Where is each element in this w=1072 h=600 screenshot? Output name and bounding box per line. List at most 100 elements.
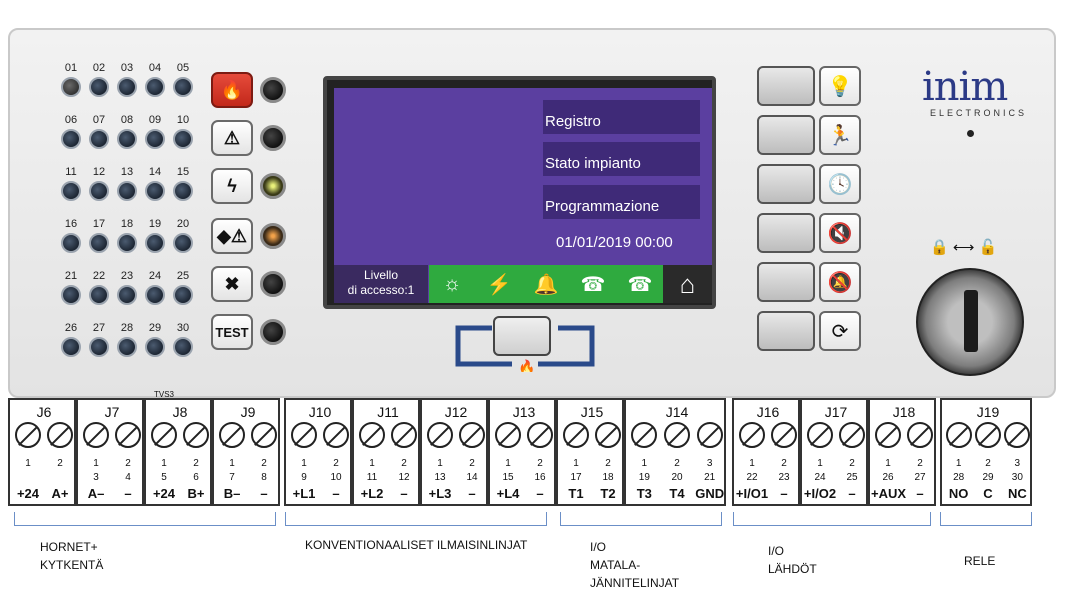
caption-conventional: KONVENTIONAALISET ILMAISINLINJAT — [305, 536, 527, 554]
terminal-screw[interactable] — [739, 422, 765, 448]
signal-label: +I/O1 — [735, 486, 769, 501]
signal-label: T3 — [636, 486, 652, 501]
terminal-screw[interactable] — [391, 422, 417, 448]
terminal-screw[interactable] — [527, 422, 553, 448]
pin-number: 14 — [466, 472, 478, 483]
fire-button[interactable]: 🔥 — [211, 72, 253, 108]
pin-number: 16 — [534, 472, 546, 483]
reset-icon[interactable]: ⟳ — [819, 311, 861, 351]
caption-io-out: I/O LÄHDÖT — [768, 542, 817, 578]
terminal-screw[interactable] — [945, 422, 972, 448]
lightbulb-icon[interactable]: 💡 — [819, 66, 861, 106]
zone-number: 11 — [65, 166, 77, 178]
clock-icon[interactable]: 🕓 — [819, 164, 861, 204]
signal-label: T4 — [669, 486, 685, 501]
terminal-screw[interactable] — [359, 422, 385, 448]
pin-local-number: 2 — [125, 458, 131, 469]
terminal-screw[interactable] — [83, 422, 109, 448]
terminal-screw[interactable] — [151, 422, 177, 448]
signal-label: T1 — [568, 486, 584, 501]
menu-item-stato-impianto[interactable]: Stato impianto — [543, 142, 700, 176]
terminal-screw[interactable] — [251, 422, 277, 448]
terminal-screw[interactable] — [219, 422, 245, 448]
terminal-screw[interactable] — [631, 422, 658, 448]
terminal-screw[interactable] — [875, 422, 901, 448]
test-button[interactable]: TEST — [211, 314, 253, 350]
navigation-button[interactable] — [493, 316, 551, 356]
terminal-screw[interactable] — [771, 422, 797, 448]
function-key-1[interactable] — [757, 66, 815, 106]
function-key-5[interactable] — [757, 262, 815, 302]
caption-io-low: I/O MATALA- JÄNNITELINJAT — [590, 538, 679, 592]
terminal-screw[interactable] — [323, 422, 349, 448]
terminal-screw[interactable] — [907, 422, 933, 448]
pin-local-number: 1 — [437, 458, 443, 469]
function-key-6[interactable] — [757, 311, 815, 351]
signal-label: – — [848, 486, 856, 501]
function-key-2[interactable] — [757, 115, 815, 155]
connector-label: J12 — [444, 404, 468, 420]
zone-led — [145, 285, 165, 305]
zone-led — [173, 285, 193, 305]
terminal-screw[interactable] — [427, 422, 453, 448]
home-icon[interactable]: ⌂ — [663, 265, 712, 303]
terminal-screw[interactable] — [1004, 422, 1031, 448]
silence-alarm-icon[interactable]: 🔕 — [819, 262, 861, 302]
terminal-screw[interactable] — [664, 422, 690, 448]
brace-conventional — [285, 512, 547, 526]
disabled-button[interactable]: ◆⚠ — [211, 218, 253, 254]
silence-buzzer-icon[interactable]: 🔇 — [819, 213, 861, 253]
pin-local-number: 1 — [885, 458, 891, 469]
power-plug-icon: ⚡ — [486, 273, 512, 296]
terminal-screw[interactable] — [15, 422, 41, 448]
zone-number: 14 — [148, 166, 162, 178]
terminal-screw[interactable] — [807, 422, 833, 448]
zone-led — [89, 233, 109, 253]
terminal-screw[interactable] — [563, 422, 589, 448]
evacuation-icon[interactable]: 🏃 — [819, 115, 861, 155]
pin-local-number: 1 — [955, 458, 962, 469]
function-key-3[interactable] — [757, 164, 815, 204]
terminal-screw[interactable] — [47, 422, 73, 448]
zone-led — [117, 233, 137, 253]
fault-call-icon: ☎ — [627, 273, 653, 296]
signal-label: NO — [948, 486, 969, 501]
pin-number: 28 — [953, 472, 965, 483]
connector-label: J10 — [308, 404, 332, 420]
brand-logo: inim — [922, 64, 1008, 110]
cancel-button[interactable]: ✖ — [211, 266, 253, 302]
terminal-screw[interactable] — [183, 422, 209, 448]
zone-number: 24 — [148, 270, 162, 282]
pin-local-number: 1 — [301, 458, 307, 469]
terminal-screw[interactable] — [975, 422, 1001, 448]
zone-led — [61, 129, 81, 149]
pin-local-number: 2 — [261, 458, 267, 469]
terminal-screw[interactable] — [291, 422, 317, 448]
zone-number: 17 — [92, 218, 106, 230]
terminal-screw[interactable] — [459, 422, 485, 448]
pin-number: 29 — [982, 472, 994, 483]
zone-number: 29 — [148, 322, 162, 334]
signal-label: +24 — [152, 486, 176, 501]
terminal-screw[interactable] — [696, 422, 723, 448]
pin-number: 12 — [398, 472, 410, 483]
caption-relay: RELE — [964, 552, 995, 570]
pin-local-number: 2 — [537, 458, 543, 469]
pin-number: 11 — [366, 472, 378, 483]
terminal-screw[interactable] — [839, 422, 865, 448]
caption-hornet: HORNET+ KYTKENTÄ — [40, 538, 103, 574]
terminal-screw[interactable] — [115, 422, 141, 448]
power-fault-button[interactable]: ϟ — [211, 168, 253, 204]
menu-item-registro[interactable]: Registro — [543, 100, 700, 134]
menu-item-programmazione[interactable]: Programmazione — [543, 185, 700, 219]
warning-button[interactable]: ⚠ — [211, 120, 253, 156]
function-key-4[interactable] — [757, 213, 815, 253]
pin-local-number: 2 — [333, 458, 339, 469]
terminal-screw[interactable] — [495, 422, 521, 448]
signal-label: +AUX — [871, 486, 907, 501]
component-tag: TVS3 — [154, 390, 175, 399]
terminal-screw[interactable] — [595, 422, 621, 448]
